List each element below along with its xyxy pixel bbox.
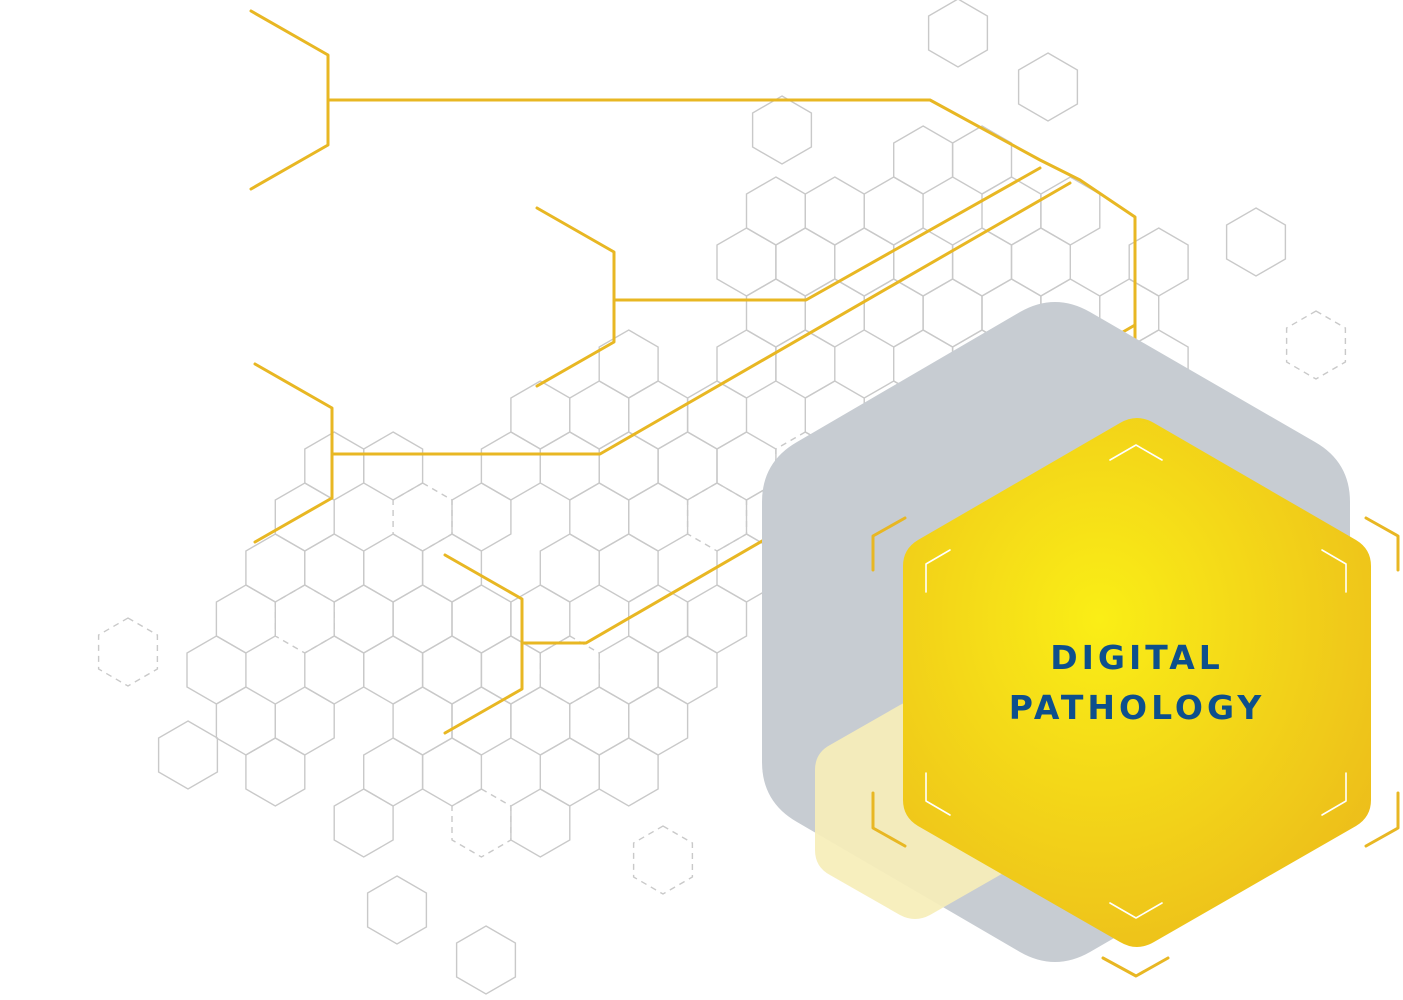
circuit-line-2 — [612, 166, 1042, 302]
title-line-2: PATHOLOGY — [1009, 688, 1265, 727]
hexagon-badge-icon — [903, 418, 1371, 947]
scattered-hexagon — [97, 617, 159, 687]
grid-hexagon — [598, 737, 659, 807]
scattered-hexagon — [1285, 310, 1347, 380]
scattered-hexagon — [927, 0, 989, 68]
scattered-hexagon — [1017, 52, 1079, 122]
grid-hexagon — [245, 737, 306, 807]
scattered-hexagon — [366, 875, 428, 945]
circuit-line-3 — [330, 181, 1072, 456]
scattered-hexagons — [97, 0, 1347, 995]
circuit-line-1 — [326, 98, 1137, 390]
scattered-hexagon — [1225, 207, 1287, 277]
scattered-hexagon — [455, 925, 517, 995]
badge-outer-brackets — [871, 516, 1400, 978]
scattered-hexagon — [157, 720, 219, 790]
grid-hexagon — [333, 788, 394, 858]
grid-hexagon — [510, 788, 571, 858]
circuit-lines — [249, 9, 1170, 735]
title-line-1: DIGITAL — [1050, 638, 1224, 677]
badge-corner-marks — [925, 444, 1347, 919]
circuit-bracket-2 — [535, 206, 616, 388]
scattered-hexagon — [751, 95, 813, 165]
scattered-hexagon — [632, 825, 694, 895]
